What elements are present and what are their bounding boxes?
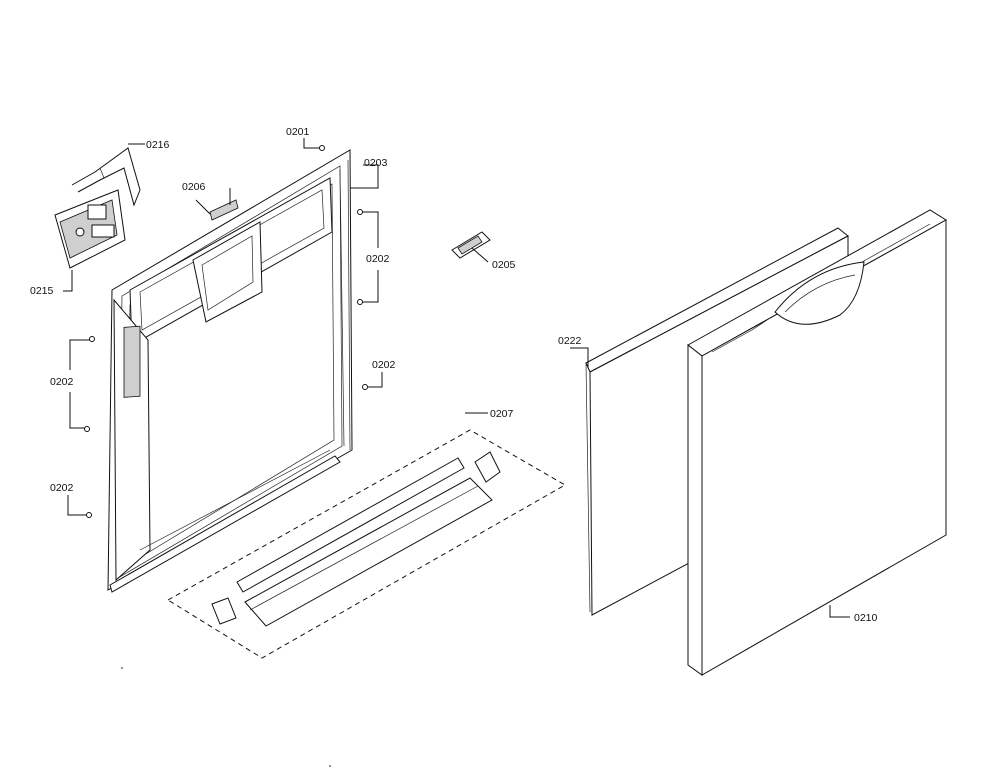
- callout-0206: 0206: [182, 181, 206, 193]
- callout-labels: 0216 0206 0201 0203 0215 0202 0205 0202 …: [30, 126, 878, 624]
- vent-part: [209, 199, 239, 221]
- callout-0202-right-upper: 0202: [366, 253, 390, 265]
- callout-0216: 0216: [146, 139, 170, 151]
- callout-0210: 0210: [854, 612, 878, 624]
- callout-0203: 0203: [364, 157, 388, 169]
- callout-0215: 0215: [30, 285, 54, 297]
- callout-0202-right-lower: 0202: [372, 359, 396, 371]
- callout-0201: 0201: [286, 126, 310, 138]
- speck: [329, 765, 331, 767]
- callout-0207: 0207: [490, 408, 514, 420]
- latch-bracket: [71, 147, 141, 207]
- inner-door-frame: [107, 149, 353, 593]
- door-lock-assembly: [54, 189, 126, 269]
- callout-0222: 0222: [558, 335, 582, 347]
- outer-door: [687, 209, 947, 676]
- callout-0202-left-upper: 0202: [50, 376, 74, 388]
- leader-lines: [63, 138, 850, 618]
- bottom-seal-kit: [167, 429, 567, 659]
- callout-0205: 0205: [492, 259, 516, 271]
- hinge-clip: [451, 231, 491, 259]
- callout-0202-left-lower: 0202: [50, 482, 74, 494]
- screws: [84, 145, 368, 518]
- speck: [121, 667, 123, 669]
